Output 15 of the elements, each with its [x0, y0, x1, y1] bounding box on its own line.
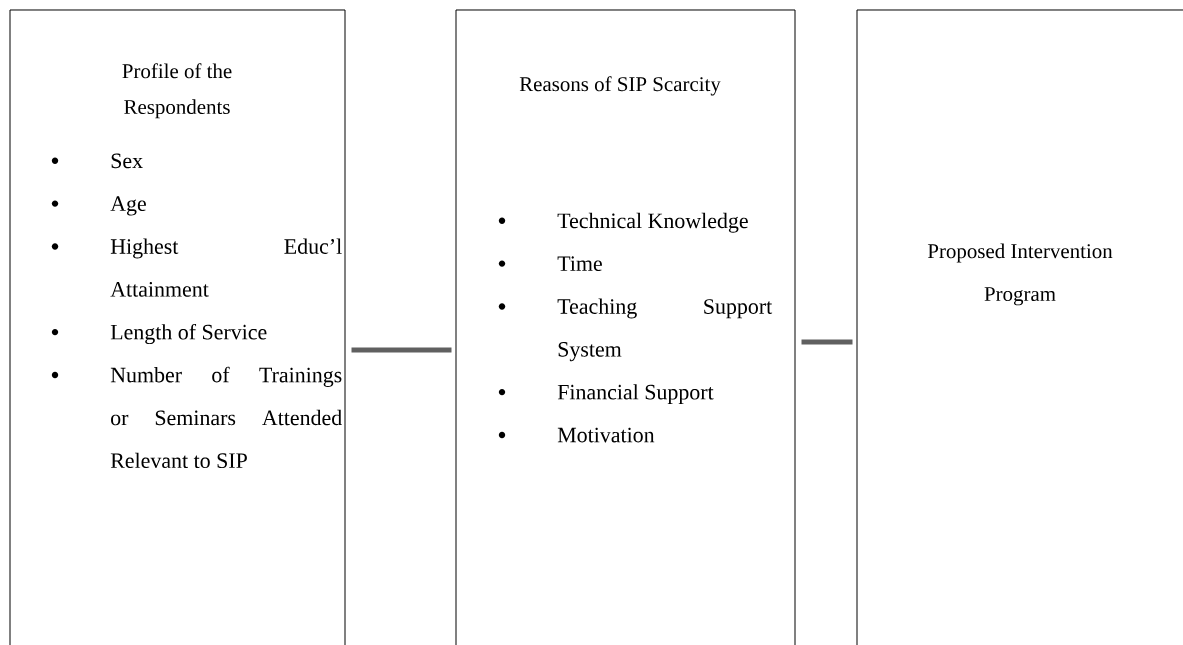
list-item: Technical Knowledge	[557, 212, 748, 233]
list-item: Length of Service	[110, 323, 267, 345]
list-item: Number of Trainings or Seminars Attended Relevant to SIP	[110, 366, 342, 469]
list-item: Motivation	[557, 427, 655, 443]
connector-line	[351, 347, 452, 353]
list-item: Teaching Support System	[557, 298, 773, 362]
heading-text: Proposed Intervention Program	[927, 243, 1113, 306]
list-item: Age	[110, 196, 146, 216]
list-item: Sex	[111, 153, 143, 169]
list-item: Highest Educ’l Attainment	[110, 238, 342, 297]
connector-line	[801, 339, 853, 345]
heading-text: Reasons of SIP Scarcity	[519, 76, 721, 96]
heading-text: Profile of the Respondents	[122, 63, 232, 119]
list-item: Time	[557, 256, 602, 272]
list-item: Financial Support	[557, 384, 714, 404]
